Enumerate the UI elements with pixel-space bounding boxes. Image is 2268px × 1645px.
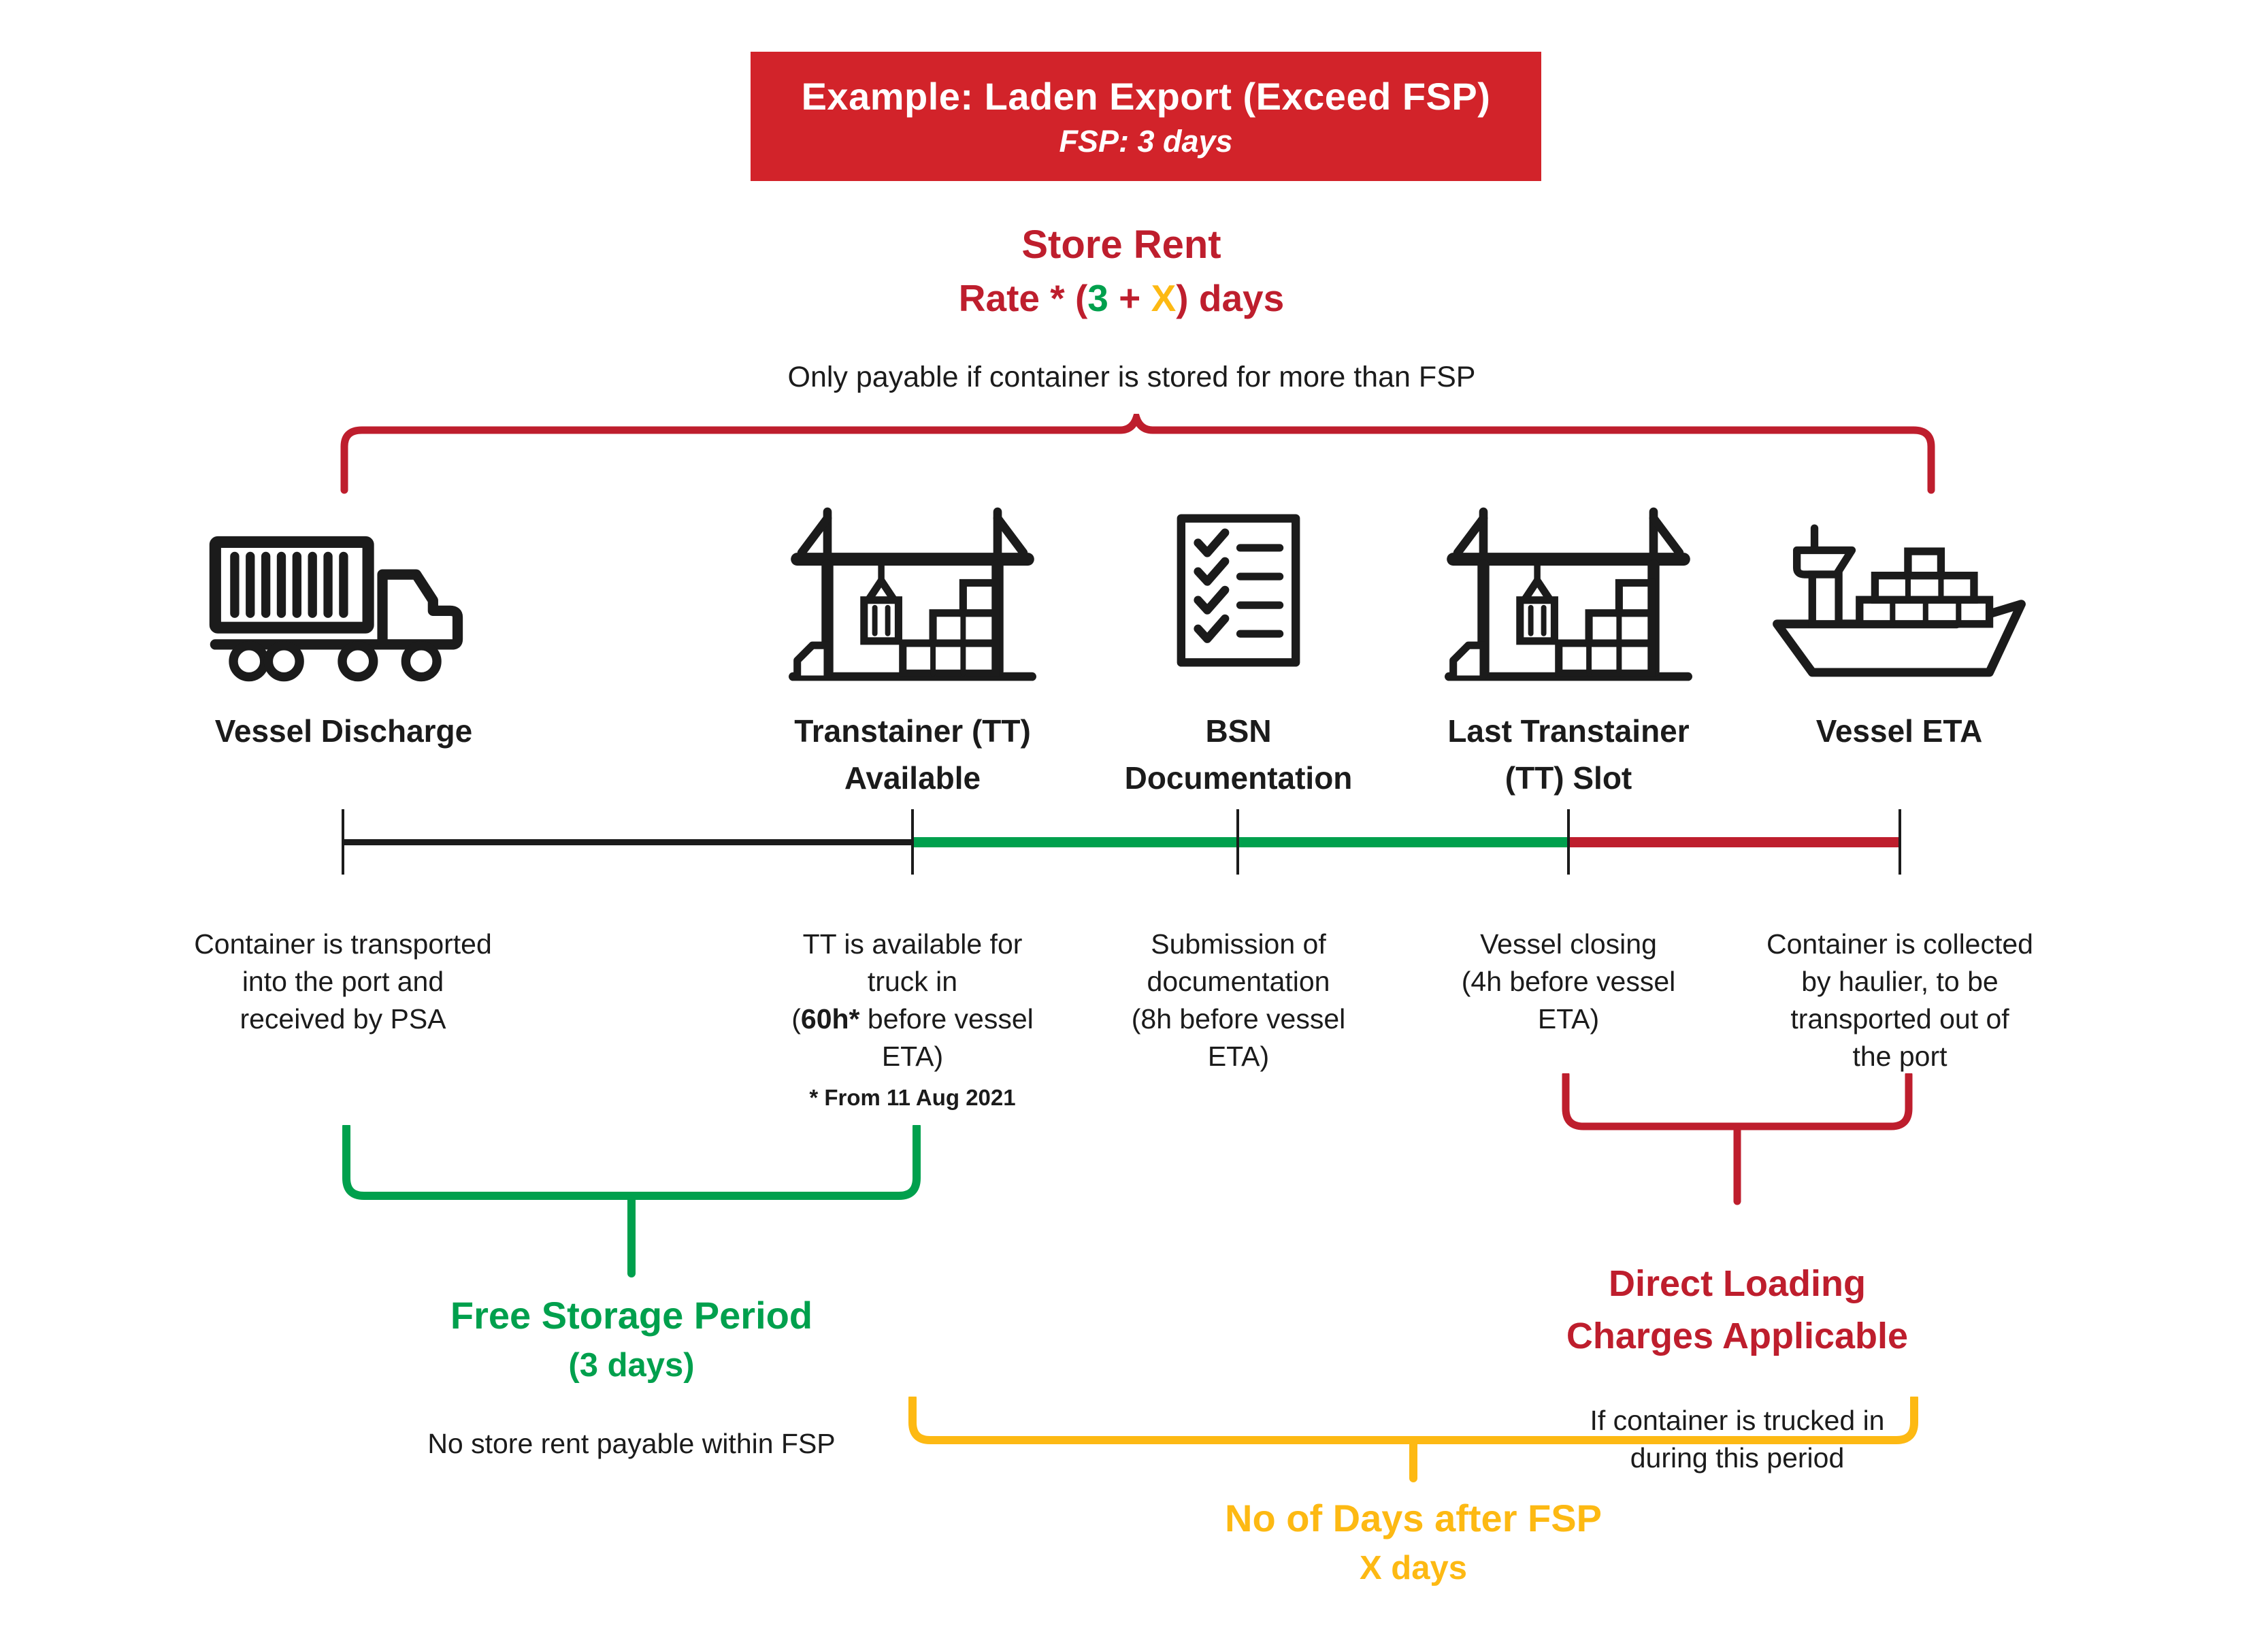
timeline-tick-vessel-discharge (342, 809, 344, 875)
formula-fsp-days: 3 (1087, 277, 1108, 319)
milestone-label-transtainer-available: Transtainer (TT) Available (794, 713, 1031, 796)
event-desc-vessel-closing: Vessel closing (4h before vessel ETA) (1461, 928, 1676, 1035)
store-rent-title: Store Rent (1021, 223, 1221, 267)
checklist-icon (1177, 514, 1300, 667)
gantry-crane-icon (789, 507, 1036, 681)
days-after-fsp-x-days: X days (1360, 1550, 1467, 1586)
60h-bold: 60h* (800, 1003, 860, 1035)
event-desc-container-collected: Container is collected by haulier, to be… (1766, 928, 2033, 1072)
direct-loading-note: If container is trucked in during this p… (1590, 1405, 1885, 1474)
gantry-crane-icon (1445, 507, 1692, 681)
free-storage-brace (342, 1125, 921, 1277)
timeline-segment-pre-arrival (343, 839, 913, 845)
timeline-tick-bsn-documentation (1236, 809, 1239, 875)
days-after-fsp-brace (908, 1397, 1918, 1482)
truck-icon (209, 536, 463, 682)
free-storage-period-days: (3 days) (568, 1347, 695, 1384)
footnote-from-date: * From 11 Aug 2021 (809, 1085, 1016, 1110)
formula-suffix: ) days (1176, 277, 1285, 319)
example-header: Example: Laden Export (Exceed FSP) FSP: … (751, 52, 1541, 181)
event-desc-vessel-discharge: Container is transported into the port a… (194, 928, 492, 1035)
direct-loading-brace (1562, 1073, 1913, 1205)
formula-x-days: X (1151, 277, 1177, 319)
event-desc-transtainer-available: TT is available for truck in (60h* befor… (791, 928, 1034, 1072)
milestone-label-vessel-discharge: Vessel Discharge (214, 713, 473, 749)
days-after-fsp-title: No of Days after FSP (1225, 1497, 1602, 1540)
page-title: Example: Laden Export (Exceed FSP) (801, 74, 1491, 118)
store-rent-note: Only payable if container is stored for … (787, 361, 1476, 393)
timeline-segment-free-storage (913, 837, 1568, 847)
formula-prefix: Rate * ( (958, 277, 1088, 319)
milestone-label-bsn-documentation: BSN Documentation (1124, 713, 1353, 796)
formula-plus: + (1108, 277, 1151, 319)
store-rent-formula: Rate * (3 + X) days (781, 276, 1462, 320)
fsp-subtitle: FSP: 3 days (1059, 123, 1233, 159)
free-storage-period-title: Free Storage Period (450, 1294, 813, 1337)
milestone-label-vessel-eta: Vessel ETA (1815, 713, 1983, 749)
milestone-label-last-transtainer-slot: Last Transtainer (TT) Slot (1447, 713, 1690, 796)
cargo-ship-icon (1773, 524, 2026, 677)
direct-loading-title: Direct Loading Charges Applicable (1566, 1263, 1909, 1356)
timeline-tick-last-transtainer-slot (1567, 809, 1570, 875)
free-storage-period-note: No store rent payable within FSP (427, 1428, 836, 1459)
store-rent-brace (340, 414, 1935, 494)
timeline-tick-vessel-eta (1899, 809, 1901, 875)
timeline-tick-transtainer-available (911, 809, 914, 875)
timeline-segment-direct-loading (1568, 837, 1900, 847)
event-desc-bsn-documentation: Submission of documentation (8h before v… (1131, 928, 1346, 1072)
